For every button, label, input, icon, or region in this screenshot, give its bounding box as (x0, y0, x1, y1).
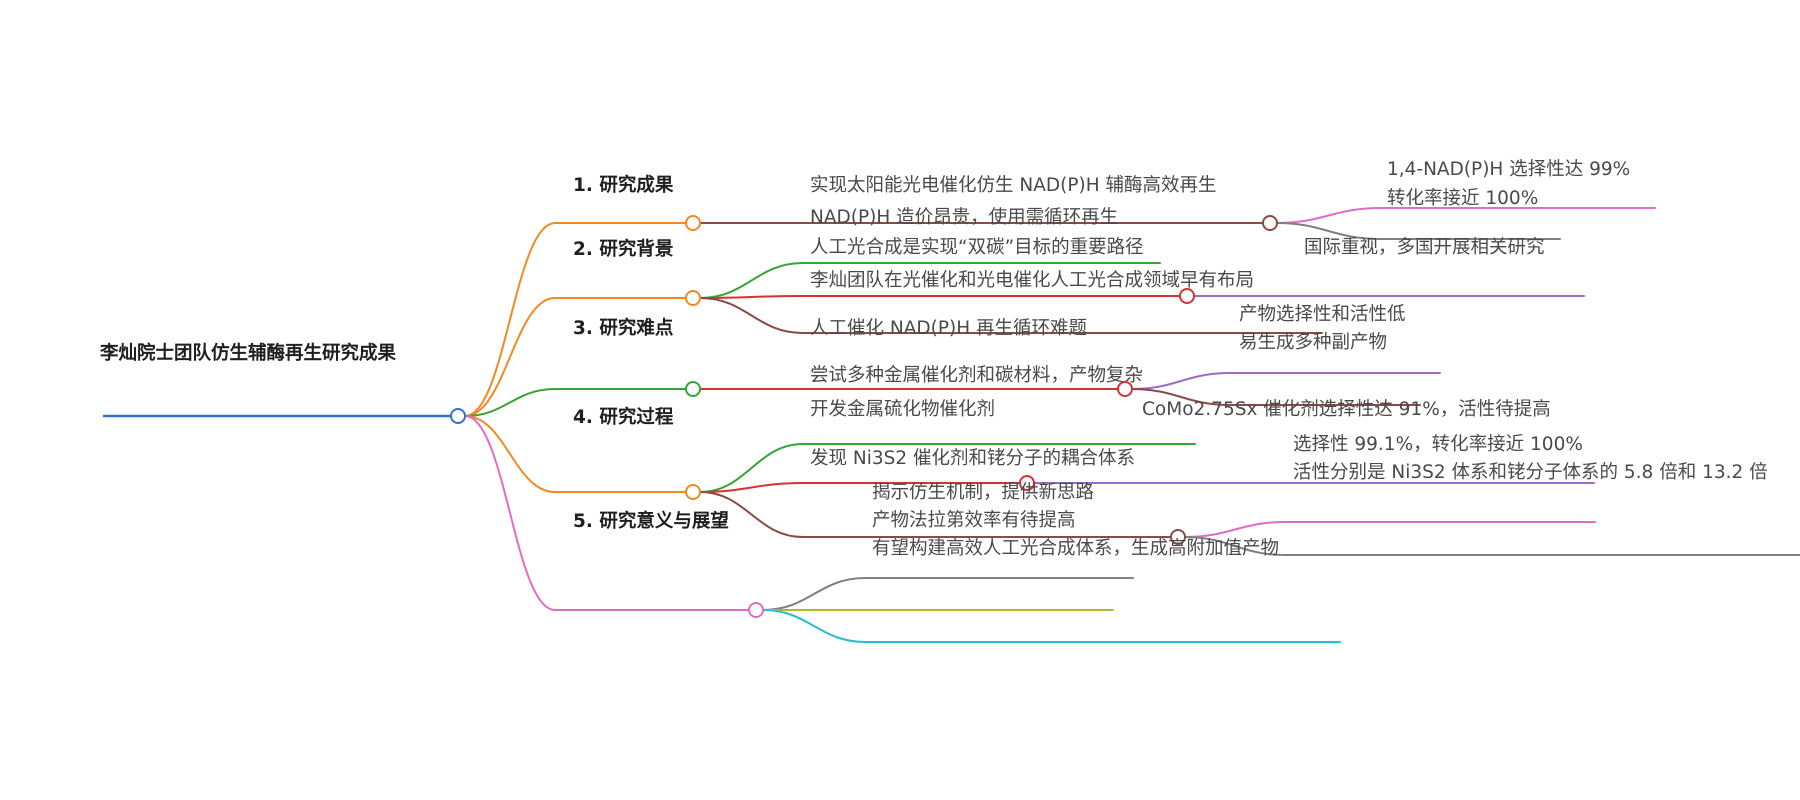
b1c1b-connector (1276, 222, 1381, 240)
branch-1-item-1-detail-2[interactable]: 转化率接近 100% (1387, 188, 1539, 209)
b4c1-connector (699, 443, 804, 493)
branch-2-item-1[interactable]: NAD(P)H 造价昂贵，使用需循环再生 (810, 207, 1119, 228)
b1-connector (464, 222, 556, 417)
b2-connector (464, 297, 556, 417)
branch-2-item-2-detail-1[interactable]: 国际重视，多国开展相关研究 (1304, 237, 1545, 258)
branch-1-item-1[interactable]: 实现太阳能光电催化仿生 NAD(P)H 辅酶高效再生 (810, 175, 1217, 196)
branch-2-label[interactable]: 2. 研究背景 (573, 239, 674, 260)
b3c1-node-circle[interactable] (1117, 381, 1133, 397)
branch-5-item-3[interactable]: 有望构建高效人工光合成体系，生成高附加值产物 (872, 538, 1280, 559)
branch-4-label[interactable]: 4. 研究过程 (573, 407, 674, 428)
b2c1-connector (699, 262, 804, 299)
b4c3-node-circle[interactable] (1170, 529, 1186, 545)
b3c1b-connector (1131, 388, 1231, 406)
b4c3-connector (699, 491, 804, 538)
b5-node-circle[interactable] (748, 602, 764, 618)
branch-5-label[interactable]: 5. 研究意义与展望 (573, 511, 729, 532)
b2-node-circle[interactable] (685, 290, 701, 306)
branch-1-item-1-detail-1[interactable]: 1,4-NAD(P)H 选择性达 99% (1387, 159, 1631, 180)
b4c2-connector (699, 482, 804, 493)
branch-1-label[interactable]: 1. 研究成果 (573, 175, 674, 196)
b1c1a-connector (1276, 207, 1381, 224)
b1c1-node-circle[interactable] (1262, 215, 1278, 231)
b3-node-circle[interactable] (685, 381, 701, 397)
b3c1a-connector (1131, 372, 1231, 390)
branch-3-item-1[interactable]: 人工催化 NAD(P)H 再生循环难题 (810, 318, 1088, 339)
branch-3-item-1-detail-2[interactable]: 易生成多种副产物 (1239, 332, 1388, 353)
branch-3-label[interactable]: 3. 研究难点 (573, 318, 674, 339)
b4c3b-connector (1184, 536, 1286, 556)
root-node-label[interactable]: 李灿院士团队仿生辅酶再生研究成果 (100, 343, 397, 364)
b5c1-connector (762, 577, 866, 611)
b4-node-circle[interactable] (685, 484, 701, 500)
b5c3-connector (762, 609, 866, 643)
b5-connector (464, 415, 556, 611)
branch-2-item-2[interactable]: 人工光合成是实现“双碳”目标的重要路径 (810, 237, 1144, 258)
branch-4-item-3[interactable]: 发现 Ni3S2 催化剂和铑分子的耦合体系 (810, 448, 1136, 469)
branch-5-item-2[interactable]: 产物法拉第效率有待提高 (872, 510, 1076, 531)
branch-5-item-1[interactable]: 揭示仿生机制，提供新思路 (872, 482, 1095, 503)
b4c2-node-circle[interactable] (1019, 475, 1035, 491)
branch-4-item-2[interactable]: 开发金属硫化物催化剂 (810, 399, 996, 420)
b4c3a-connector (1184, 521, 1286, 538)
branch-4-item-3-detail-2[interactable]: 活性分别是 Ni3S2 体系和铑分子体系的 5.8 倍和 13.2 倍 (1293, 462, 1768, 483)
branch-4-item-2-detail-1[interactable]: CoMo2.75Sx 催化剂选择性达 91%，活性待提高 (1142, 399, 1551, 420)
b2c3-connector (699, 297, 804, 334)
branch-4-item-3-detail-1[interactable]: 选择性 99.1%，转化率接近 100% (1293, 434, 1583, 455)
b3-connector (464, 388, 556, 417)
root-node-circle[interactable] (450, 408, 466, 424)
branch-2-item-3[interactable]: 李灿团队在光催化和光电催化人工光合成领域早有布局 (810, 270, 1255, 291)
b2c2-node-circle[interactable] (1179, 288, 1195, 304)
b4-connector (464, 415, 556, 493)
b1-node-circle[interactable] (685, 215, 701, 231)
branch-4-item-1[interactable]: 尝试多种金属催化剂和碳材料，产物复杂 (810, 365, 1144, 386)
branch-3-item-1-detail-1[interactable]: 产物选择性和活性低 (1239, 304, 1406, 325)
b2c2-connector (699, 295, 804, 299)
